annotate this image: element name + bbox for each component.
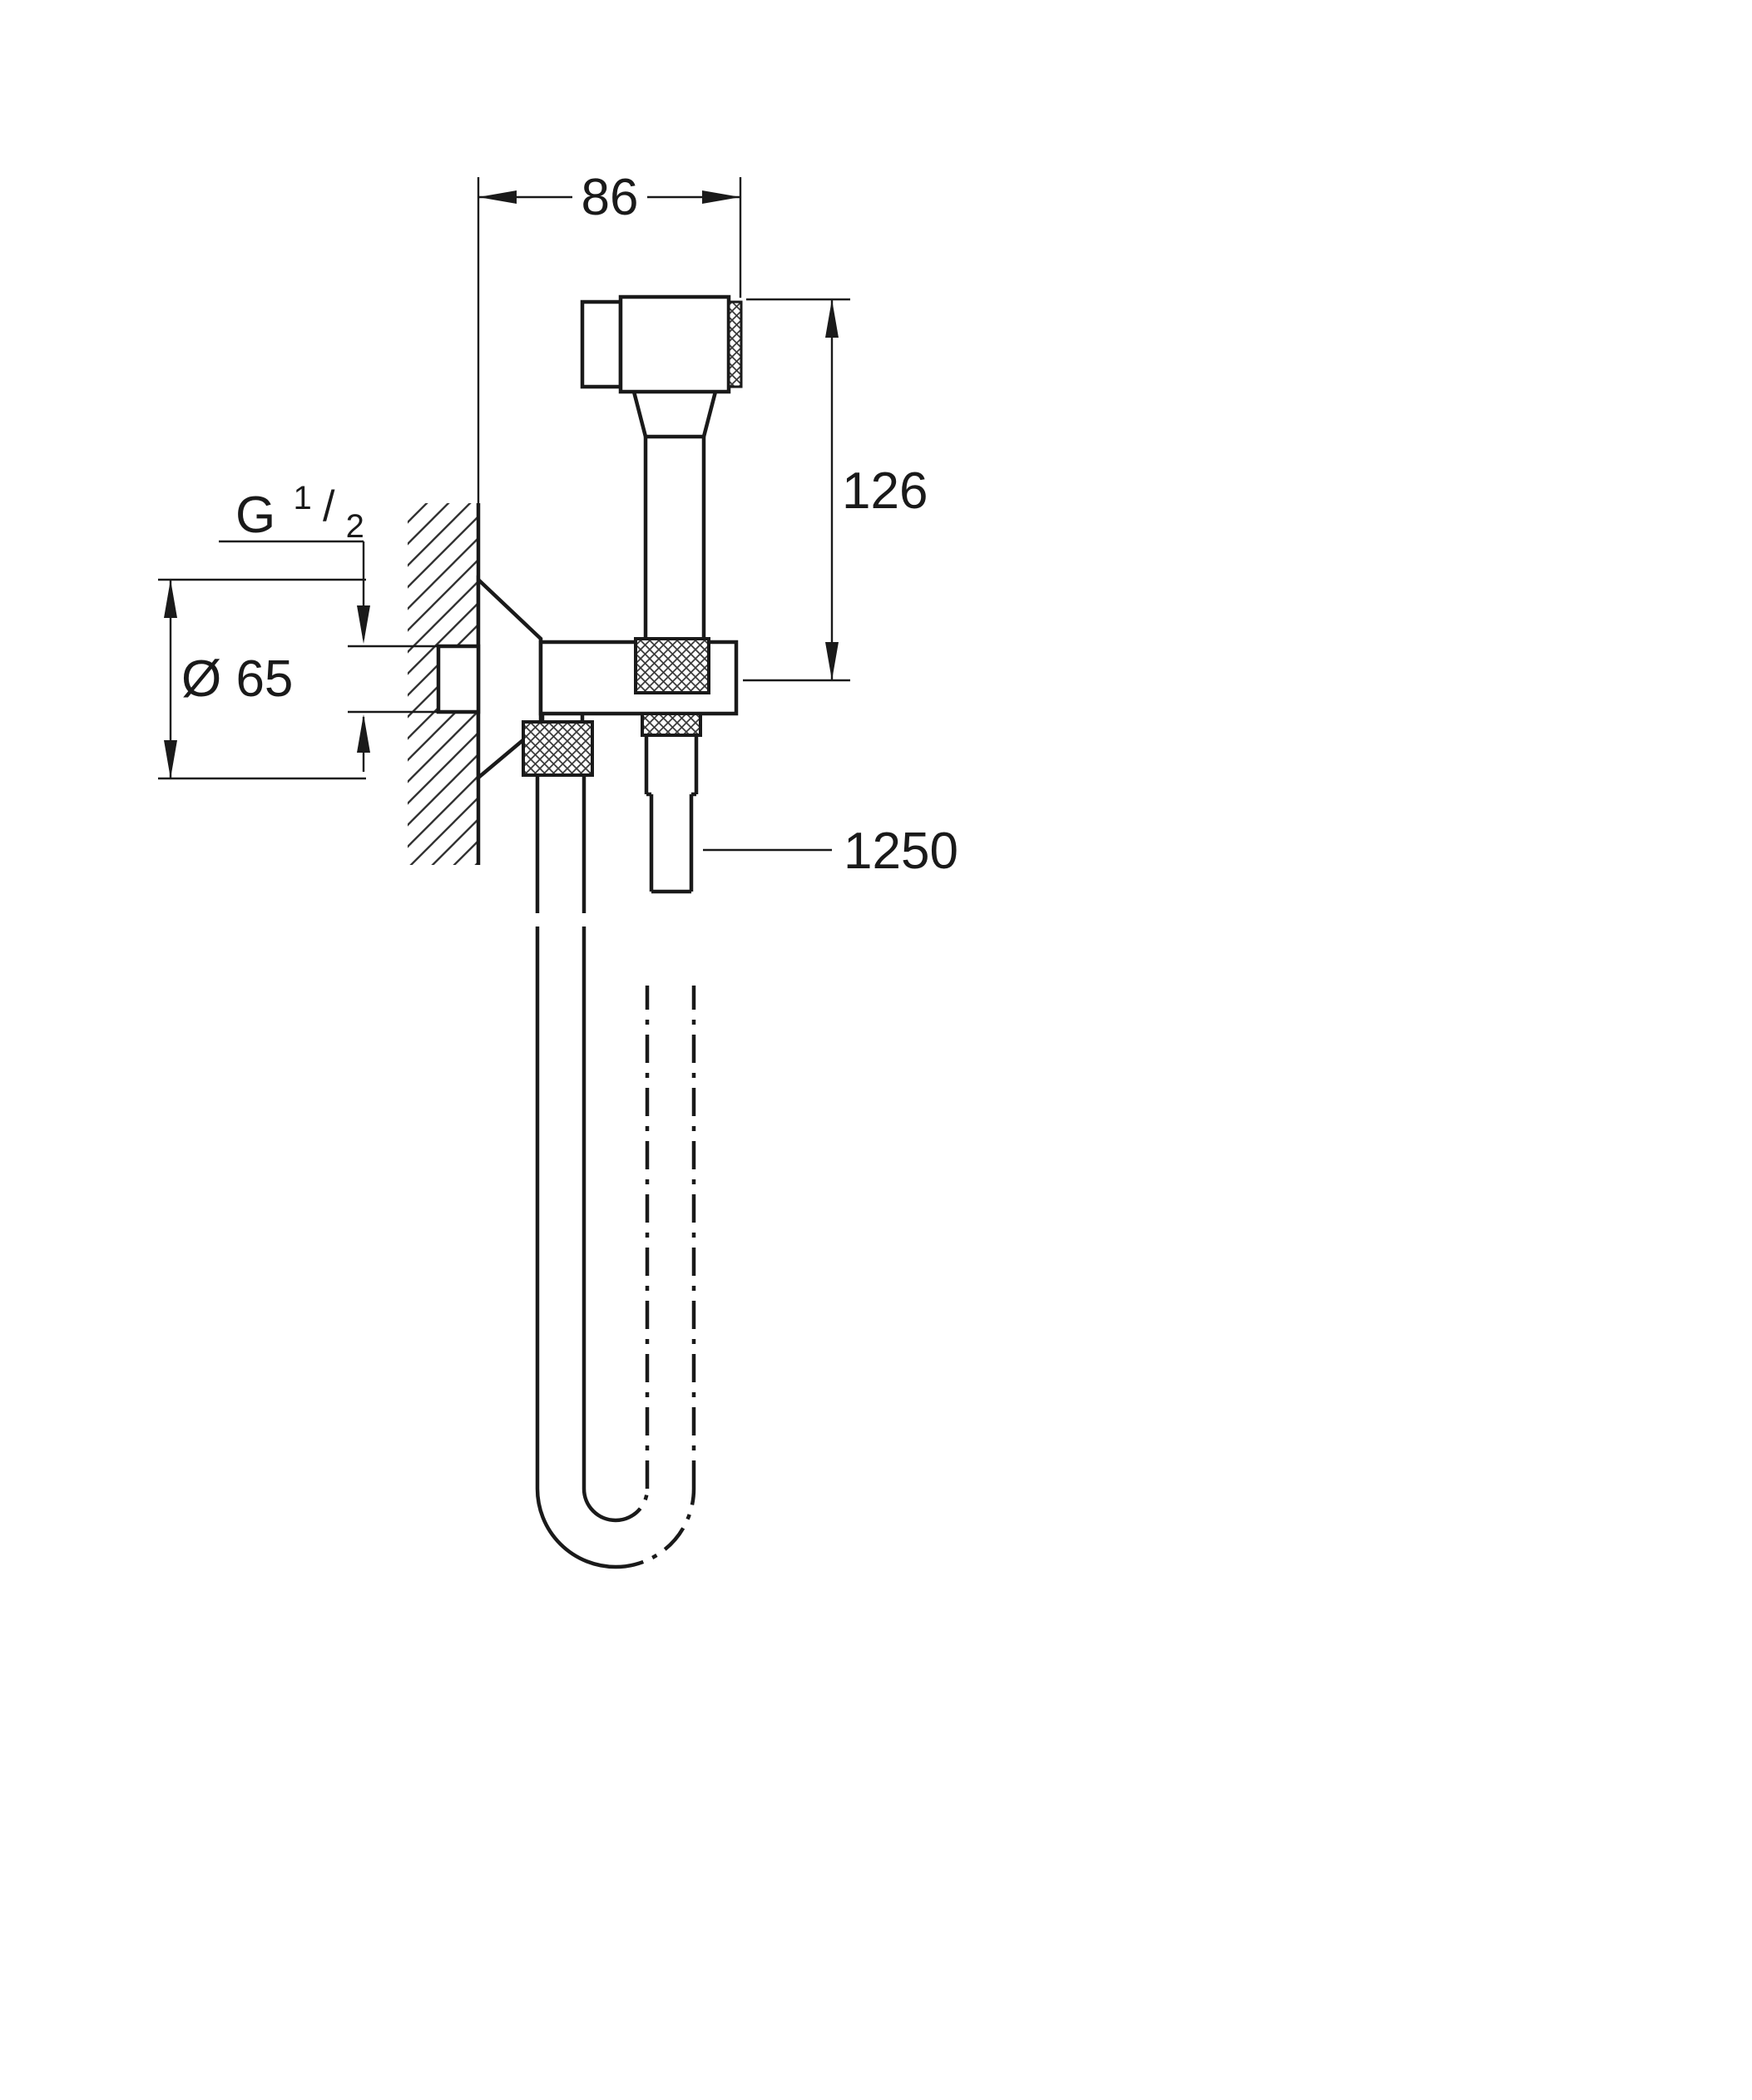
hand-shower: [580, 294, 743, 694]
thread-slash: /: [323, 482, 335, 531]
thread-base-text: G: [235, 487, 275, 544]
wall-holder: [436, 575, 739, 782]
thread-denominator: 2: [346, 508, 364, 545]
shower-hose: [535, 735, 699, 1569]
arrowhead-up: [357, 714, 370, 753]
handle-knurl-nut: [634, 637, 710, 694]
dim-text-diameter: Ø 65: [181, 650, 293, 708]
arrowhead-bottom: [825, 642, 839, 680]
dimension-thread-g12: G 1 / 2: [219, 463, 438, 772]
head-knurl-ring: [727, 300, 743, 388]
shower-head-body: [618, 294, 731, 394]
supply-nipple: [436, 644, 481, 714]
hose-loop-outer-solid: [535, 1488, 616, 1569]
hose-loop-outer-phantom: [615, 1488, 696, 1569]
dim-text-1250: 1250: [844, 823, 958, 880]
arrowhead-top: [825, 299, 839, 338]
arrowhead-bottom: [164, 740, 177, 778]
thread-numerator: 1: [293, 480, 311, 516]
dim-text-126: 126: [842, 462, 928, 520]
hose-nut-knurl: [522, 720, 594, 777]
neck-taper-left: [631, 391, 648, 437]
hose-loop-inner-phantom: [615, 1488, 650, 1523]
dim-text-86: 86: [582, 169, 639, 226]
arrowhead-right: [702, 190, 740, 204]
dimension-86: 86: [477, 169, 742, 503]
neck-taper-right: [701, 391, 718, 437]
arrowhead-left: [478, 190, 517, 204]
holder-outlet-knurl: [641, 712, 702, 737]
label-hose-length-1250: 1250: [703, 823, 958, 880]
arrowhead-top: [164, 580, 177, 618]
thread-label: G 1 / 2: [235, 463, 364, 545]
spray-face: [580, 299, 623, 389]
hose-loop-inner-solid: [582, 1488, 616, 1523]
dimension-diameter-65: Ø 65: [158, 578, 366, 780]
dimension-126: 126: [743, 298, 928, 682]
arrowhead-down: [357, 605, 370, 644]
